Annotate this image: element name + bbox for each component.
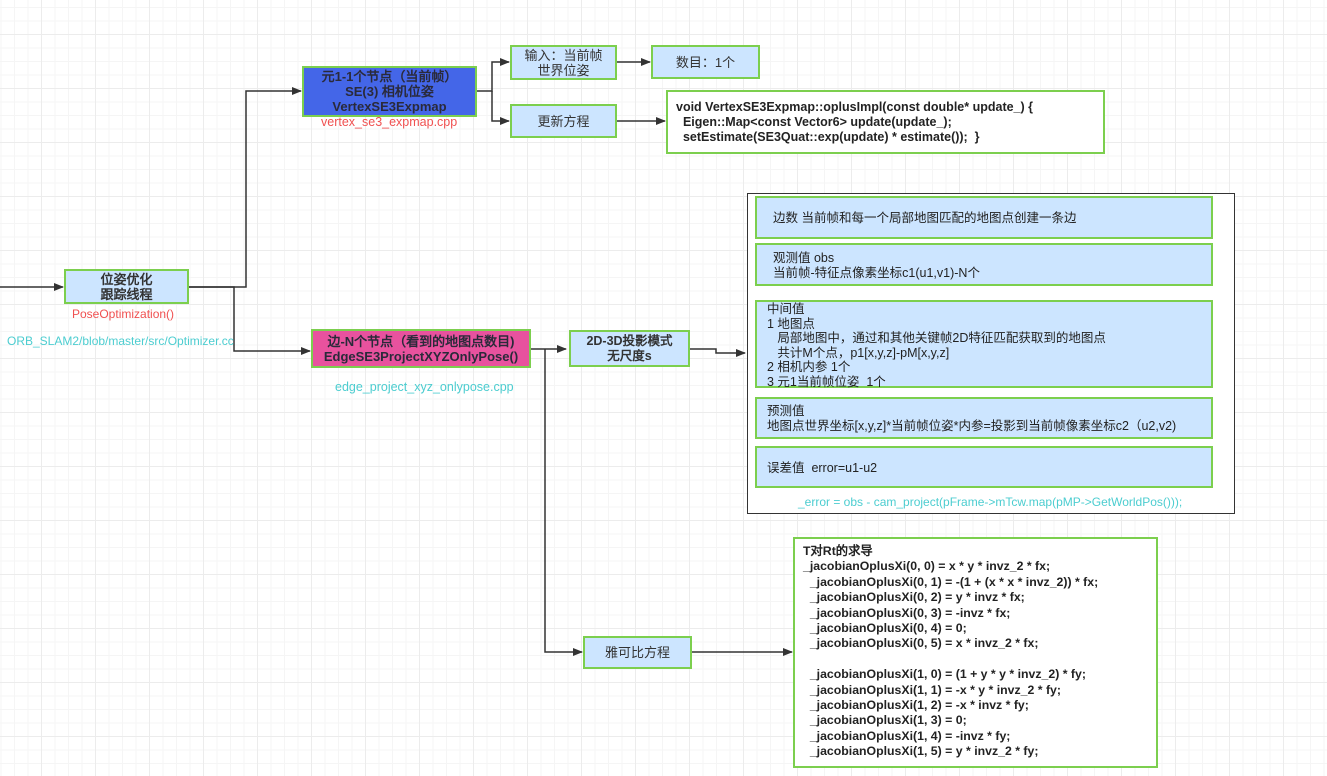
arrow-to-input xyxy=(477,58,510,92)
panel-intermediate: 中间值 1 地图点 局部地图中，通过和其他关键帧2D特征匹配获取到的地图点 共计… xyxy=(755,300,1213,389)
arrow-to-vertex xyxy=(189,87,302,288)
input-node[interactable]: 输入：当前帧 世界位姿 xyxy=(510,45,617,80)
arrow-to-update xyxy=(491,91,510,125)
edge-source-label: edge_project_xyz_onlypose.cpp xyxy=(335,380,514,394)
arrow-to-edge xyxy=(189,286,311,355)
edge-node[interactable]: 边-N个节点（看到的地图点数目) EdgeSE3ProjectXYZOnlyPo… xyxy=(311,329,531,368)
vertex-source-label: vertex_se3_expmap.cpp xyxy=(321,115,458,129)
count-node[interactable]: 数目：1个 xyxy=(651,45,760,79)
pose-optimization-node[interactable]: 位姿优化 跟踪线程 xyxy=(64,269,189,304)
jacobian-node[interactable]: 雅可比方程 xyxy=(583,636,692,669)
projection-node[interactable]: 2D-3D投影模式 无尺度s xyxy=(569,330,690,367)
update-equation-node[interactable]: 更新方程 xyxy=(510,104,617,138)
panel-error: 误差值 error=u1-u2 xyxy=(755,446,1213,488)
panel-edge-count: 边数 当前帧和每一个局部地图匹配的地图点创建一条边 xyxy=(755,196,1213,239)
jacobian-code-block: T对Rt的求导 _jacobianOplusXi(0, 0) = x * y *… xyxy=(793,537,1158,768)
panel-prediction: 预测值 地图点世界坐标[x,y,z]*当前帧位姿*内参=投影到当前帧像素坐标c2… xyxy=(755,397,1213,439)
panel-observation: 观测值 obs 当前帧-特征点像素坐标c1(u1,v1)-N个 xyxy=(755,243,1213,286)
pose-optimization-func-label: PoseOptimization() xyxy=(72,307,175,321)
arrow-to-jacobian xyxy=(544,349,583,656)
update-code-block: void VertexSE3Expmap::oplusImpl(const do… xyxy=(666,90,1105,154)
vertex-node[interactable]: 元1-1个节点（当前帧） SE(3) 相机位姿 VertexSE3Expmap xyxy=(302,66,477,117)
arrow-to-frame xyxy=(690,348,746,357)
optimizer-source-link[interactable]: ORB_SLAM2/blob/master/src/Optimizer.cc xyxy=(7,334,234,348)
error-code-label: _error = obs - cam_project(pFrame->mTcw.… xyxy=(798,495,1183,509)
